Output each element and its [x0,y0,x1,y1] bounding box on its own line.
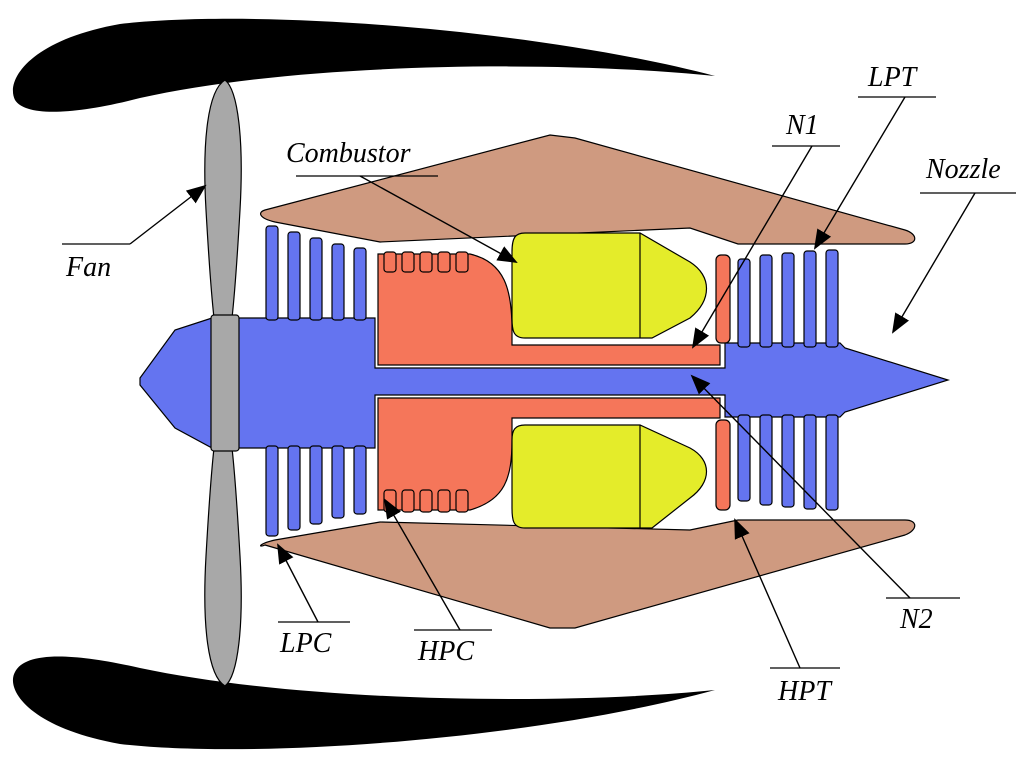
combustor-leader [359,175,518,263]
n1-leader [691,145,813,349]
leader-lines [62,96,1016,669]
lpt-blade [825,414,839,511]
lpt-blade [737,258,751,348]
n1-label: N1 [785,110,819,141]
hpt-leader [734,518,801,669]
lpc-blade [265,445,279,537]
hpc-blade [419,489,433,513]
lpc-blade [353,445,367,515]
nozzle-leader [891,192,976,334]
lpt-blade [759,254,773,348]
lpt-blade [737,414,751,502]
combustor-label: Combustor [286,138,411,169]
fan-label: Fan [65,252,111,283]
nozzle-label: Nozzle [925,154,1001,185]
lpt-label: LPT [867,62,919,93]
hpc-rotor-bottom [377,397,721,511]
lpc-blade [265,225,279,321]
lpt-leader [813,96,906,250]
labels: Fan LPC HPC Combustor N1 LPT Nozzle N2 H… [65,62,1001,707]
lpc-leader [277,543,319,623]
lpt-blade [803,250,817,348]
n2-label: N2 [899,604,933,635]
hpc-blade [437,251,451,273]
fan-leader [129,184,207,245]
hpc-blade [455,251,469,273]
hpt-blade-top [715,254,731,344]
fan-blade [204,79,242,687]
lpc-blade [309,445,323,525]
lpt-blade [759,414,773,506]
hpt-blade-bottom [715,419,731,511]
lpt-blade [781,414,795,508]
n2-leader [690,374,911,599]
lpc-blade [331,243,345,321]
lpc-blade [287,231,301,321]
nacelle-top [12,18,715,112]
hpc-leader [384,498,461,631]
nacelle-bottom [12,656,715,750]
combustor-bottom [511,424,707,529]
lpc-blade [309,237,323,321]
lpc-blades [265,225,367,537]
lpc-blade [353,247,367,321]
hpc-label: HPC [417,636,474,667]
hpc-blade [419,251,433,273]
hpc-blade [401,251,415,273]
hpc-blade [383,251,397,273]
lpt-blade [803,414,817,510]
casing-bottom [260,519,916,629]
lpc-label: LPC [279,628,332,659]
lpc-blade [287,445,301,531]
lpc-blade [331,445,345,519]
hpc-blade [455,489,469,513]
hpc-blade [437,489,451,513]
hpc-rotor-top [377,253,721,366]
hpc-blade [401,489,415,513]
lpt-blade [781,252,795,348]
lpt-blades [737,249,839,511]
combustor-top [511,232,707,339]
lpt-blade [825,249,839,348]
hpt-label: HPT [777,676,833,707]
